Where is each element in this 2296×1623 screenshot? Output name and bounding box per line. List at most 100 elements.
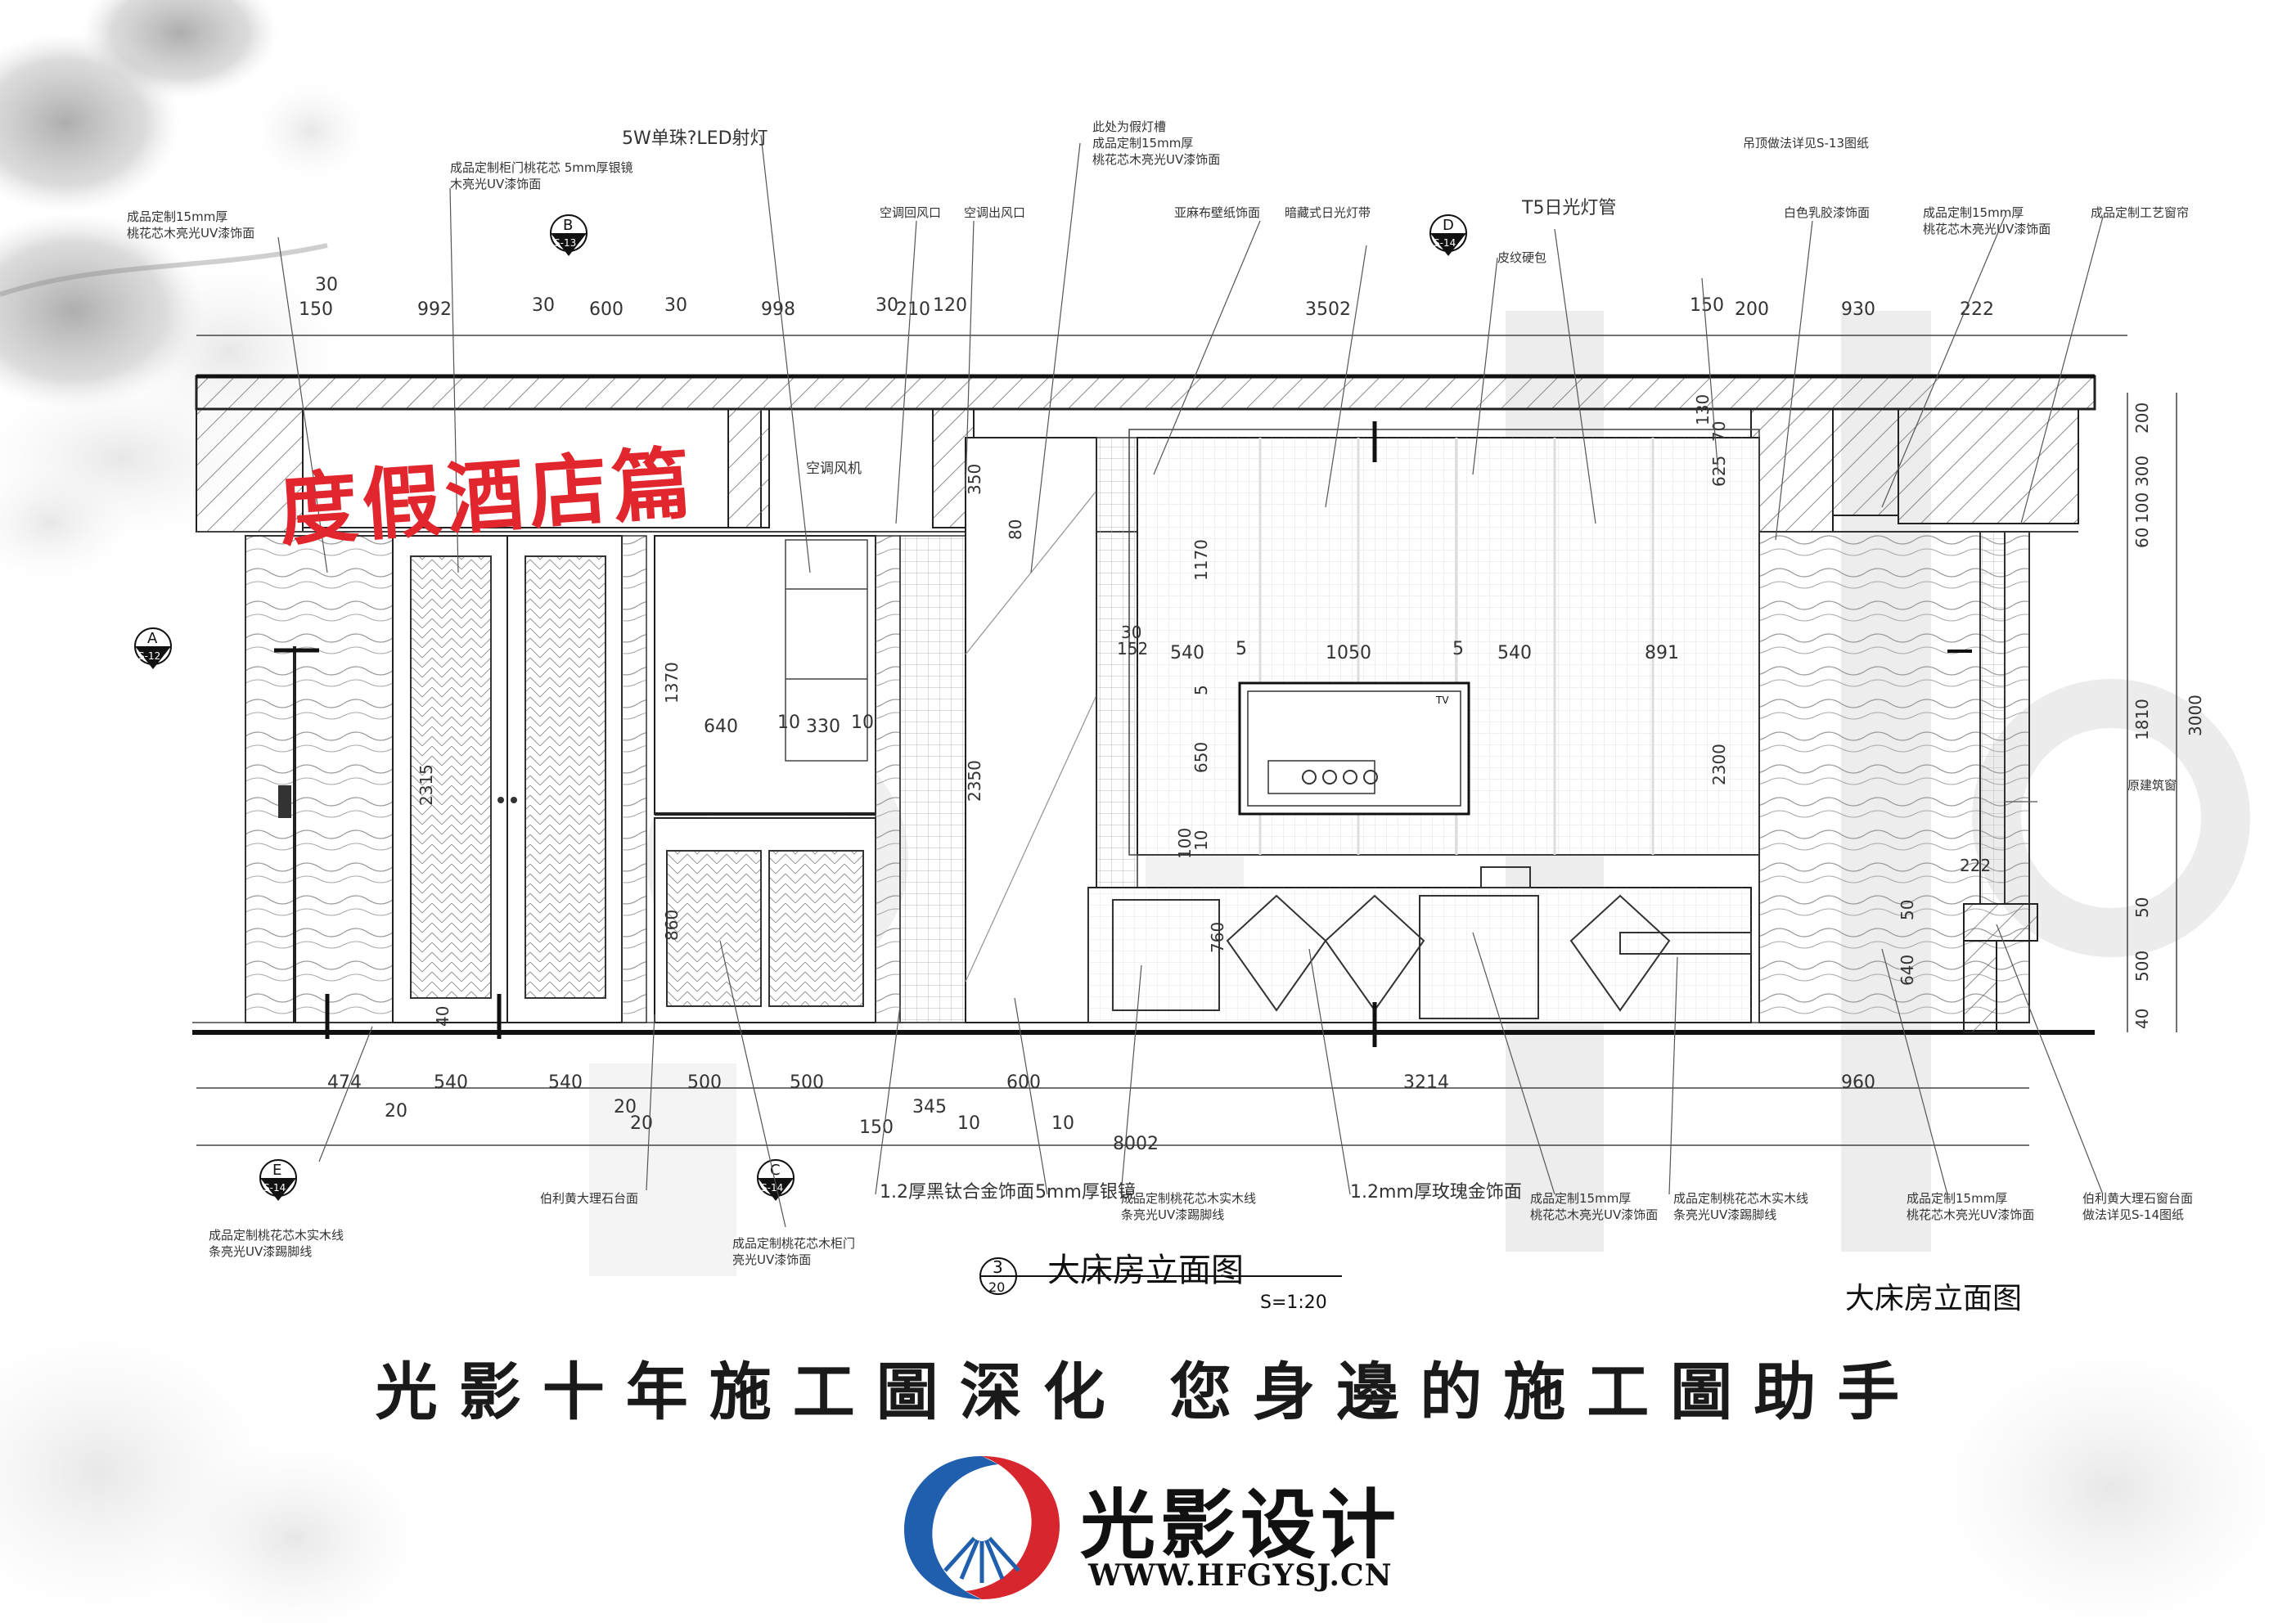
svg-text:540: 540 [548,1072,583,1093]
callout-top-2: 5W单珠?LED射灯 [622,128,768,149]
section-mark-a[interactable]: A S-12 [134,627,172,669]
section-mark-c[interactable]: C S-14 [757,1159,795,1201]
svg-text:E: E [272,1162,281,1179]
svg-text:150: 150 [859,1117,894,1138]
svg-text:10: 10 [851,713,874,733]
svg-text:600: 600 [589,299,624,320]
tv-screen [1238,681,1470,816]
drawing-title-right: 大床房立面图 [1845,1282,2023,1315]
callout-bottom-4: 5mm厚银镜 [1035,1182,1136,1203]
callout-bottom-8: 成品定制桃花芯木实木线条亮光UV漆踢脚线 [1673,1191,1809,1222]
callout-top-13: 成品定制工艺窗帘 [2091,205,2190,220]
svg-text:30: 30 [532,295,555,316]
callout-top-11: 白色乳胶漆饰面 [1784,205,1871,220]
section-mark-e[interactable]: E S-14 [259,1159,297,1201]
svg-text:60: 60 [2132,528,2152,548]
svg-text:540: 540 [434,1072,468,1093]
svg-text:860: 860 [662,910,682,941]
svg-text:8002: 8002 [1113,1134,1159,1154]
callout-top-4: 空调出风口 [964,205,1026,220]
svg-text:S-12: S-12 [138,650,160,662]
svg-text:650: 650 [1191,742,1211,773]
brand-url[interactable]: WWW.HFGYSJ.CN [1088,1558,1393,1593]
svg-text:760: 760 [1208,922,1227,953]
svg-text:222: 222 [1960,299,1994,320]
svg-text:1050: 1050 [1326,643,1371,663]
svg-text:S-14: S-14 [1434,237,1456,249]
callout-top-5: 此处为假灯槽成品定制15mm厚桃花芯木亮光UV漆饰面 [1092,119,1221,167]
svg-text:40: 40 [433,1006,452,1027]
drawing-title: 大床房立面图 [1047,1252,1244,1289]
callout-bottom-0: 成品定制桃花芯木实木线条亮光UV漆踢脚线 [209,1228,344,1259]
svg-text:20: 20 [614,1097,637,1117]
svg-text:2300: 2300 [1709,744,1729,785]
svg-text:200: 200 [1735,299,1769,320]
callout-bottom-5: 成品定制桃花芯木实木线条亮光UV漆踢脚线 [1121,1191,1257,1222]
svg-text:500: 500 [2132,951,2152,982]
svg-text:A: A [147,630,158,647]
callout-bottom-2: 成品定制桃花芯木柜门亮光UV漆饰面 [732,1236,856,1267]
callout-top-10: 吊顶做法详见S-13图纸 [1743,136,1870,151]
figure-number: 3 20 [979,1257,1342,1295]
svg-text:120: 120 [933,295,967,316]
svg-text:2350: 2350 [965,760,984,802]
svg-text:152: 152 [1117,639,1148,659]
svg-text:20: 20 [988,1279,1005,1295]
svg-text:345: 345 [912,1097,947,1117]
section-mark-d[interactable]: D S-14 [1429,214,1467,256]
tv-label: TV [1435,695,1449,706]
svg-text:2315: 2315 [416,764,436,806]
svg-text:500: 500 [790,1072,824,1093]
svg-text:5: 5 [1236,639,1247,659]
svg-text:B: B [563,217,573,234]
callout-top-8: T5日光灯管 [1522,198,1617,218]
section-mark-b[interactable]: B S-13 [550,214,588,256]
ceiling-slab [195,375,2096,411]
svg-text:330: 330 [806,717,840,737]
drawing-scale: S=1:20 [1260,1293,1327,1313]
left-wood-panel [245,535,394,1023]
svg-text:930: 930 [1841,299,1875,320]
svg-text:3214: 3214 [1403,1072,1449,1093]
svg-text:3502: 3502 [1305,299,1351,320]
svg-text:1370: 1370 [662,662,682,704]
svg-text:540: 540 [1170,643,1204,663]
svg-text:30: 30 [664,295,687,316]
callout-bottom-3: 1.2厚黑钛合金饰面 [880,1182,1034,1203]
brand-logo-icon [904,1456,1060,1599]
svg-text:S-14: S-14 [263,1182,286,1194]
ac-fan-label: 空调风机 [806,461,862,477]
svg-text:200: 200 [2132,402,2152,434]
svg-text:350: 350 [965,464,984,495]
svg-text:3: 3 [993,1257,1003,1277]
svg-text:S-14: S-14 [761,1182,783,1194]
window-frame [1979,531,2006,905]
bottom-dimension-row: 474 540 540 500 500 600 3214 960 20 20 2… [327,1072,1875,1154]
svg-text:D: D [1443,217,1454,234]
svg-text:80: 80 [1006,519,1025,540]
cabinet-dimensions: 640 10 330 10 [704,713,874,737]
svg-text:5: 5 [1452,639,1464,659]
svg-text:30: 30 [1121,623,1141,642]
callout-top-7: 暗藏式日光灯带 [1285,205,1371,220]
top-dimension-row: 30 150 992 30 600 30 998 30 210 120 3502… [299,275,1994,320]
slogan: 光影十年施工圖深化 您身邊的施工圖助手 [375,1355,1921,1428]
callout-top-1: 成品定制柜门桃花芯 5mm厚银镜木亮光UV漆饰面 [450,160,633,191]
callout-top-3: 空调回风口 [880,205,942,220]
svg-text:130: 130 [1693,394,1713,425]
svg-text:5: 5 [1191,685,1211,695]
svg-text:30: 30 [315,275,338,295]
vertical-dimensions: 2315 1370 2350 1170 650 2300 625 350 80 … [416,394,1991,1027]
svg-text:474: 474 [327,1072,362,1093]
svg-text:1810: 1810 [2132,699,2152,740]
svg-text:500: 500 [687,1072,722,1093]
svg-text:70: 70 [1709,421,1729,442]
svg-text:210: 210 [896,299,930,320]
minibar-niche [654,535,876,815]
callout-top-0: 成品定制15mm厚桃花芯木亮光UV漆饰面 [127,209,255,241]
callout-bottom-6: 1.2mm厚玫瑰金饰面 [1350,1182,1522,1203]
right-vertical-dimensions: 200 300 100 60 1810 3000 50 500 40 [2132,402,2205,1029]
svg-text:100: 100 [1175,828,1195,859]
svg-text:S-13: S-13 [554,237,576,249]
